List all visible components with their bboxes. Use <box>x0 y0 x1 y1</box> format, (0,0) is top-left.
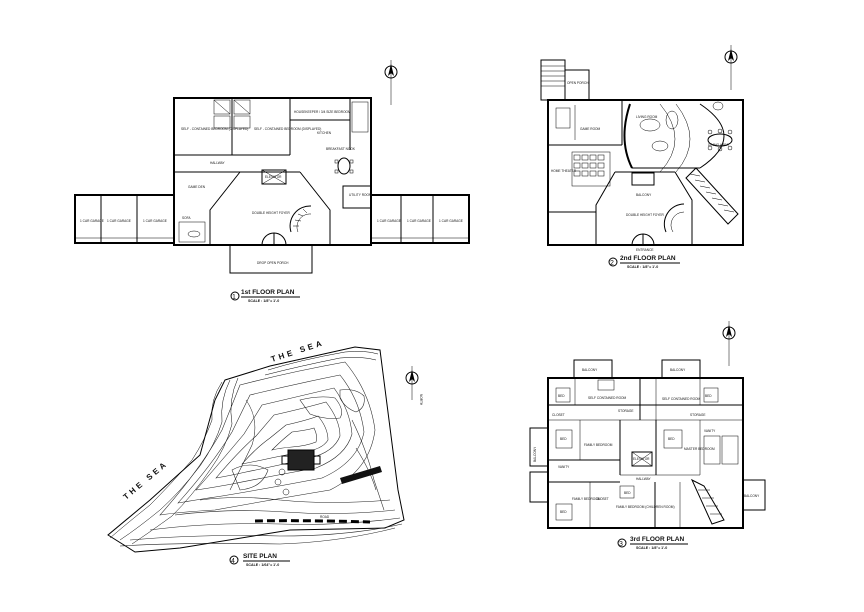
garage-right-2-label: 1 CAR GARAGE <box>407 219 431 223</box>
breakfast-label: BREAKFAST NOOK <box>326 147 356 151</box>
third-balcony-top-right-label: BALCONY <box>670 368 686 372</box>
north-note: NORTH <box>419 394 423 406</box>
double-foyer-label: DOUBLE HEIGHT FOYER <box>252 211 291 215</box>
third-plan-title: 3rd FLOOR PLAN <box>630 536 684 543</box>
site-plan-title: SITE PLAN <box>243 553 277 560</box>
self-contained-right-label: SELF CONTAINED ROOM <box>662 397 701 401</box>
dining-area-label: DINING AREA <box>708 143 729 147</box>
open-porch-label: OPEN PORCH <box>567 81 589 85</box>
north-letter-2: N <box>729 56 732 60</box>
utility-label: UTILITY ROOM <box>349 193 372 197</box>
third-hallway-label: HALLWAY <box>636 477 652 481</box>
north-letter-3: N <box>410 377 413 381</box>
vanity-label-2: VANITY <box>704 429 716 433</box>
bed-label-right: BED <box>705 394 712 398</box>
bed-label-master: BED <box>668 437 675 441</box>
family-bedroom-1-label: FAMILY BEDROOM <box>584 443 613 447</box>
family-bedroom-2-label: FAMILY BEDROOM <box>572 497 601 501</box>
bed-label-lower: BED <box>560 510 567 514</box>
sofa-label: SOFA <box>182 216 191 220</box>
second-plan-scale: SCALE : 1/8"= 1'-0 <box>627 265 658 269</box>
first-plan-title: 1st FLOOR PLAN <box>241 289 295 296</box>
hallway-label: HALLWAY <box>210 161 226 165</box>
north-arrow-icon-site: NORTH <box>405 366 423 406</box>
closet-label-lower: CLOSET <box>596 497 609 501</box>
bedroom-left-label: SELF - CONTAINED BEDROOM (DISPLAYED) <box>181 127 248 131</box>
second-plan-title: 2nd FLOOR PLAN <box>620 255 676 262</box>
kitchen-label: KITCHEN <box>317 131 332 135</box>
vanity-label-1: VANITY <box>558 465 570 469</box>
north-arrow-icon-third <box>722 321 736 366</box>
balcony-label-second: BALCONY <box>636 193 652 197</box>
third-elevator-label: ELEVATOR <box>633 457 650 461</box>
north-arrow-icon-first <box>384 60 398 105</box>
third-balcony-top-left-label: BALCONY <box>582 368 598 372</box>
storage-label-left: STORAGE <box>618 409 634 413</box>
bedroom-right-label: SELF - CONTAINED BEDROOM (DISPLAYED) <box>254 127 321 131</box>
site-plan-scale: SCALE : 1/64"= 1'-0 <box>246 563 279 567</box>
second-floor-plan: OPEN PORCH GAME ROOM LIVING ROOM DINING … <box>540 59 744 269</box>
road-label: ROAD <box>320 515 330 519</box>
garage-right-3-label: 1 CAR GARAGE <box>439 219 463 223</box>
entry-porch-label: DROP OPEN PORCH <box>257 261 289 265</box>
third-balcony-right-label: BALCONY <box>744 494 760 498</box>
game-den-label: GAME DEN <box>188 185 206 189</box>
site-plan-number: 4 <box>231 558 235 565</box>
site-plan: ROAD THE SEA THE SEA 4 SITE PLAN SCALE :… <box>107 338 405 567</box>
site-house-footprint <box>287 449 315 471</box>
bed-label-left: BED <box>558 394 565 398</box>
master-bedroom-label: MASTER BEDROOM <box>684 447 715 451</box>
double-foyer-label-second: DOUBLE HEIGHT FOYER <box>626 213 665 217</box>
garage-right-1-label: 1 CAR GARAGE <box>377 219 401 223</box>
north-letter-4: N <box>727 332 730 336</box>
storage-label-right: STORAGE <box>690 413 706 417</box>
north-arrow-icon-second <box>724 45 738 90</box>
housekeeper-label: HOUSEKEEPER / 3/4 SIZE BEDROOM <box>294 110 351 114</box>
garage-left-3-label: 1 CAR GARAGE <box>143 219 167 223</box>
third-plan-scale: SCALE : 1/8"= 1'-0 <box>636 546 667 550</box>
bed-label-children: BED <box>624 491 631 495</box>
first-plan-scale: SCALE : 1/8"= 1'-0 <box>248 299 279 303</box>
bed-label-mid-left: BED <box>560 437 567 441</box>
third-balcony-left-label: BALCONY <box>533 446 537 462</box>
second-plan-number: 2 <box>610 260 614 267</box>
entrance-label-second: ENTRANCE <box>636 248 654 252</box>
home-theater-label: HOME THEATER <box>551 169 577 173</box>
garage-left-1-label: 1 CAR GARAGE <box>80 219 104 223</box>
first-floor-plan: 1 CAR GARAGE 1 CAR GARAGE 1 CAR GARAGE 1… <box>74 97 470 303</box>
game-room-label: GAME ROOM <box>580 127 601 131</box>
closet-label-left: CLOSET <box>552 413 565 417</box>
family-bedroom-children-label: FAMILY BEDROOM (CHILDREN ROOM) <box>616 505 675 509</box>
site-contour-lines <box>119 361 403 547</box>
elevator-label: ELEVATOR <box>265 175 282 179</box>
third-floor-plan: BALCONY BALCONY BALCONY BALCONY SELF CON… <box>529 359 766 550</box>
sea-label-left: THE SEA <box>122 459 170 502</box>
living-room-label: LIVING ROOM <box>636 115 658 119</box>
self-contained-left-label: SELF CONTAINED ROOM <box>588 396 627 400</box>
third-plan-number: 3 <box>619 541 623 548</box>
first-plan-number: 1 <box>232 294 236 301</box>
north-letter-1: N <box>389 71 392 75</box>
garage-left-2-label: 1 CAR GARAGE <box>107 219 131 223</box>
